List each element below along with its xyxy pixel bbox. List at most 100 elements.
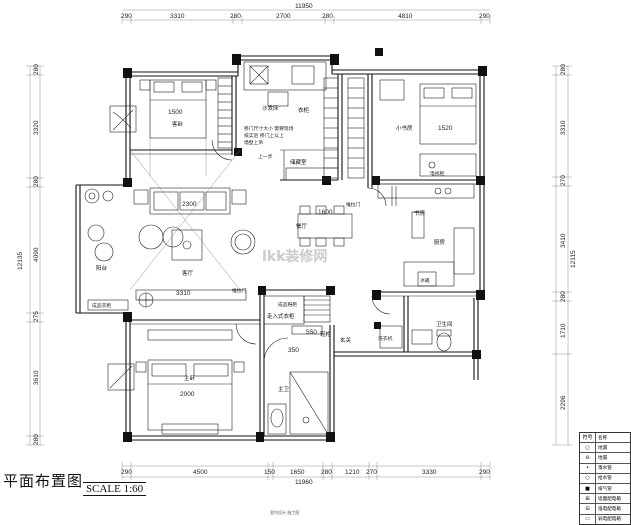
legend-header-symbol: 符号 xyxy=(580,433,596,443)
legend-label: 强电配电箱 xyxy=(598,506,621,512)
dim-left-seg: 4090 xyxy=(33,247,40,262)
watermark: lkk装修网 xyxy=(262,249,328,265)
dimension-lines xyxy=(26,9,572,480)
legend-row: ○ 地漏 xyxy=(580,442,630,453)
legend-row: ⊞ 墙面配电箱 xyxy=(580,493,630,504)
dim-bottom-total: 11960 xyxy=(295,479,313,486)
dim-bottom-seg: 150 xyxy=(264,469,275,476)
master-bath-fixtures xyxy=(263,337,329,435)
legend-symbol-icon: ○ xyxy=(580,473,596,483)
note-sliding-door: 推拉门 xyxy=(346,201,361,208)
dim-bottom-seg: 3330 xyxy=(422,469,437,476)
dim-top-seg: 280 xyxy=(230,13,241,20)
scale-label: SCALE 1:60 xyxy=(83,482,147,496)
room-small-study: 小书房 xyxy=(396,124,413,132)
dim-top-seg: 280 xyxy=(322,13,333,20)
legend-header: 符号 名称 xyxy=(580,433,630,443)
note-tv-cabinet: 电视柜 xyxy=(430,170,445,177)
room-guest-bedroom: 客卧 xyxy=(172,120,184,128)
dim-top-seg: 4810 xyxy=(398,13,413,20)
dim-right-seg: 280 xyxy=(560,64,567,75)
dim-top-seg: 2700 xyxy=(276,13,291,20)
dim-top-seg: 3310 xyxy=(170,13,185,20)
dim-right-seg: 3410 xyxy=(560,233,567,248)
legend-row: ■ 排气管 xyxy=(580,482,630,494)
dining-furniture xyxy=(297,205,353,247)
note-washer: 洗衣机 xyxy=(378,335,393,342)
legend-row: • 落水管 xyxy=(580,462,630,473)
note-door-3: 墙壁上吊 xyxy=(244,139,263,146)
size-master-bed: 2000 xyxy=(180,391,195,398)
dim-bottom-seg: 280 xyxy=(321,469,332,476)
room-bath: 卫生间 xyxy=(436,320,453,328)
dim-right-total: 12115 xyxy=(570,250,577,268)
dim-right-seg: 270 xyxy=(560,175,567,186)
page-title: 平面布置图 xyxy=(3,472,84,490)
bathroom-fixtures xyxy=(291,325,452,352)
room-shoe-cabinet: 鞋柜 xyxy=(320,330,332,338)
dim-left-seg: 3320 xyxy=(33,120,40,135)
note-finished-closet: 成品衣柜 xyxy=(92,302,111,309)
dim-bottom-seg: 270 xyxy=(366,469,377,476)
legend-header-name: 名称 xyxy=(598,435,608,441)
room-master-bath: 主卫 xyxy=(278,385,290,393)
legend-row: ○ 给水管 xyxy=(580,472,630,483)
legend-table: 符号 名称 ○ 地漏 ⊖ 地漏 • 落水管 ○ 给水管 ■ 排气管 ⊞ 墙面配电… xyxy=(579,432,631,525)
room-study-corner: 书房 xyxy=(414,209,426,217)
living-furniture xyxy=(129,149,256,308)
columns xyxy=(123,48,487,442)
size-dining-table: 1600 xyxy=(318,209,333,216)
room-dining: 餐厅 xyxy=(296,222,308,230)
dim-top-total: 11950 xyxy=(295,3,313,10)
dim-left-total: 12135 xyxy=(17,252,24,270)
room-sofa-bed: 沙发床 xyxy=(262,104,279,112)
dim-bottom-seg: 1210 xyxy=(345,469,360,476)
closet-hatching xyxy=(217,77,365,325)
door-swings xyxy=(211,139,397,345)
legend-symbol-icon: ○ xyxy=(580,443,596,453)
room-walk-in-closet: 走入式衣柜 xyxy=(267,312,295,320)
dim-bottom-seg: 1650 xyxy=(290,469,305,476)
legend-label: 地漏 xyxy=(598,455,608,461)
room-kitchen: 厨房 xyxy=(434,238,446,246)
legend-symbol-icon: ⊖ xyxy=(580,453,596,463)
legend-symbol-icon: • xyxy=(580,463,596,473)
dim-left-seg: 280 xyxy=(33,64,40,75)
note-fridge: 冰箱 xyxy=(420,277,430,284)
legend-label: 墙面配电箱 xyxy=(598,496,621,502)
legend-label: 给水管 xyxy=(598,476,612,482)
size-closet-2: 350 xyxy=(288,347,299,354)
room-entrance: 玄关 xyxy=(340,336,352,344)
room-living: 客厅 xyxy=(182,269,194,277)
room-master-bedroom: 主卧 xyxy=(184,374,196,382)
legend-row: ⊟ 强电配电箱 xyxy=(580,503,630,514)
size-guest-bed: 1500 xyxy=(168,109,183,116)
legend-label: 落水管 xyxy=(598,466,612,472)
dim-right-seg: 280 xyxy=(560,291,567,302)
dim-right-seg: 3310 xyxy=(560,120,567,135)
balcony-furniture xyxy=(84,188,129,311)
dim-top-seg: 290 xyxy=(121,13,132,20)
kitchen-furniture xyxy=(377,183,475,287)
note-door-1: 移门尺寸大小 需要现场 xyxy=(244,125,294,132)
study-bed xyxy=(379,79,477,177)
dim-left-seg: 275 xyxy=(33,311,40,322)
note-finished-shoe: 成品鞋柜 xyxy=(278,301,297,308)
dim-bottom-seg: 4500 xyxy=(193,469,208,476)
dim-bottom-seg: 290 xyxy=(121,469,132,476)
note-step: 上一步 xyxy=(258,153,273,160)
legend-label: 地漏 xyxy=(598,445,608,451)
note-door-2: 核实后 移门上以上 xyxy=(244,132,284,139)
guest-bed xyxy=(109,79,217,176)
room-closet: 衣柜 xyxy=(298,106,310,114)
room-storage: 储藏室 xyxy=(290,158,307,166)
size-sofa: 2300 xyxy=(182,201,197,208)
footer-note: 室内设计 施工图 xyxy=(270,510,300,515)
legend-row: ⊖ 地漏 xyxy=(580,452,630,463)
sofa-bed-furniture xyxy=(243,61,327,107)
legend-symbol-icon: ⊞ xyxy=(580,494,596,504)
legend-label: 排气管 xyxy=(598,486,612,492)
dim-right-seg: 1710 xyxy=(560,323,567,338)
dim-left-seg: 280 xyxy=(33,434,40,445)
